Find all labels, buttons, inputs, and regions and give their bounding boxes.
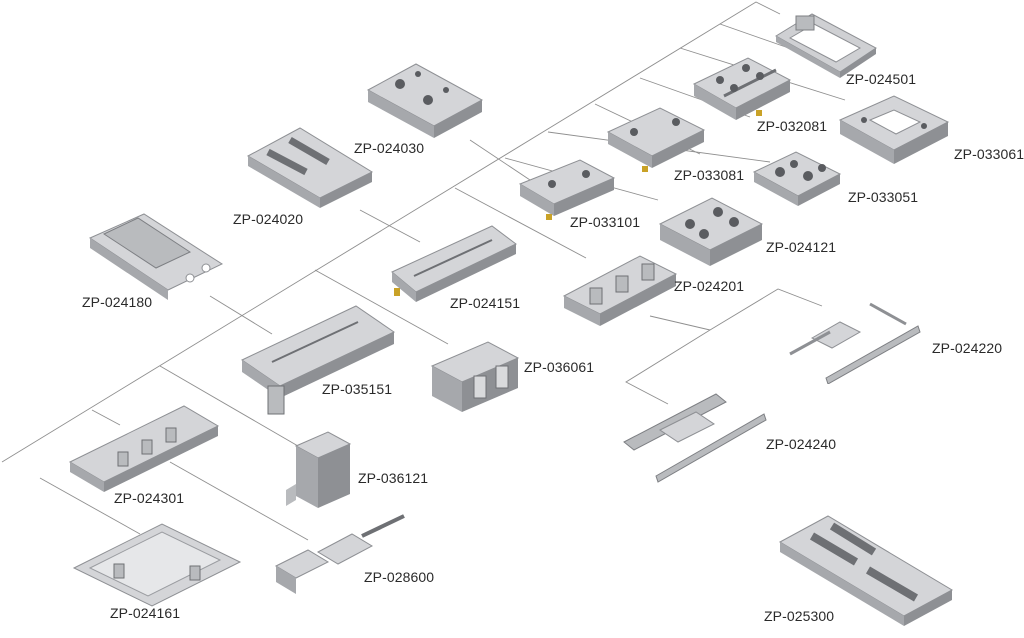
part-024030-image bbox=[366, 63, 484, 138]
label-part: ZP-036121 bbox=[358, 470, 429, 486]
part-035151-image bbox=[240, 305, 396, 415]
part-028600-image bbox=[274, 514, 405, 594]
label-part: ZP-036061 bbox=[524, 359, 595, 375]
part-025300-image bbox=[778, 515, 954, 626]
branch-028600 bbox=[169, 461, 309, 541]
part-033101-image bbox=[518, 159, 616, 220]
branch-024020 bbox=[359, 209, 421, 243]
label-part: ZP-024180 bbox=[82, 294, 153, 310]
label-part: ZP-024020 bbox=[233, 211, 304, 227]
label-part: ZP-033061 bbox=[954, 146, 1024, 162]
part-032081-image bbox=[692, 57, 792, 120]
label-part: ZP-033081 bbox=[674, 167, 745, 183]
part-024180-image bbox=[88, 213, 224, 300]
label-part: ZP-024201 bbox=[674, 278, 745, 294]
branch-024180 bbox=[209, 295, 273, 335]
bracket-024220-024240 bbox=[625, 288, 823, 405]
branch-033101 bbox=[454, 187, 587, 259]
part-024151-image bbox=[391, 225, 517, 302]
branch-024161 bbox=[39, 477, 141, 535]
part-033061-image bbox=[838, 95, 950, 164]
branch-035151 bbox=[159, 365, 299, 447]
branch-024201-down bbox=[649, 315, 711, 331]
label-part: ZP-032081 bbox=[757, 118, 828, 134]
part-024220-image bbox=[789, 302, 921, 384]
branch-024151 bbox=[314, 269, 449, 345]
label-part: ZP-024220 bbox=[932, 340, 1003, 356]
label-part: ZP-028600 bbox=[364, 569, 435, 585]
part-024240-image bbox=[623, 393, 767, 483]
part-024121-image bbox=[658, 197, 764, 266]
label-part: ZP-024161 bbox=[110, 605, 181, 621]
label-part: ZP-024151 bbox=[450, 295, 521, 311]
label-part: ZP-035151 bbox=[322, 381, 393, 397]
trunk-line bbox=[1, 1, 781, 463]
part-024501-image bbox=[775, 13, 877, 78]
part-024301-image bbox=[68, 405, 220, 492]
label-part: ZP-024121 bbox=[766, 239, 837, 255]
branch-024030 bbox=[469, 139, 531, 181]
label-part: ZP-033101 bbox=[570, 214, 641, 230]
part-036121-image bbox=[286, 431, 352, 508]
part-024201-image bbox=[562, 255, 678, 326]
part-033081-image bbox=[606, 107, 706, 172]
branch-024301 bbox=[91, 409, 121, 426]
part-033051-image bbox=[752, 151, 842, 206]
part-024020-image bbox=[246, 127, 374, 208]
label-part: ZP-024240 bbox=[766, 436, 837, 452]
label-part: ZP-033051 bbox=[848, 189, 919, 205]
part-024161-image bbox=[72, 523, 242, 607]
part-036061-image bbox=[430, 341, 520, 412]
label-part: ZP-024501 bbox=[846, 71, 917, 87]
label-part: ZP-025300 bbox=[764, 608, 835, 624]
label-part: ZP-024301 bbox=[114, 490, 185, 506]
label-part: ZP-024030 bbox=[354, 140, 425, 156]
